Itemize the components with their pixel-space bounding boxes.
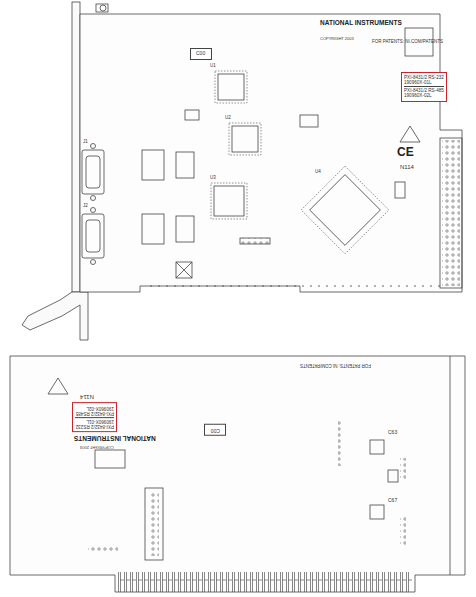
board-label: U2 [225,116,231,121]
board-label: J1 [83,140,88,145]
board-text: C00 [196,51,206,57]
board-label: U1 [210,64,216,69]
board-label: N114 [400,164,414,170]
board-label: COPYRIGHT 2003 [320,37,354,41]
board-text: C00 [210,427,220,433]
board-label: C63 [388,430,397,435]
board-text: 190960X-02L [75,406,114,411]
label-box: PXI-8432/2 RS232190960X-01L PXI-8432/2 RS… [72,402,117,432]
part-box: C00 [204,424,226,436]
part-box: C00 [190,48,212,60]
board-text: PXI-8432/2 RS485 [75,411,114,416]
board-label: CE [397,146,414,158]
board-text: 190960X-02L [404,93,444,98]
board-text: PXI-8431/2 RS-485 [404,88,444,93]
board-label: N114 [80,394,94,400]
board-label: COPYRIGHT 2003 [80,445,114,449]
label-box: PXI-8431/2 RS-232190960X-01LPXI-8431/2 R… [401,72,447,102]
board-label: FOR PATENTS: NI.COM/PATENTS [300,362,371,367]
board-label: U4 [315,170,321,175]
board-label: U3 [210,176,216,181]
board-label: FOR PATENTS: NI.COM/PATENTS [372,40,443,45]
board-label: NATIONAL INSTRUMENTS [74,434,156,441]
board-text: 190960X-01L [75,418,114,424]
board-label: NATIONAL INSTRUMENTS [320,20,402,27]
board-text: PXI-8432/2 RS232 [75,424,114,429]
board-label: J2 [83,204,88,209]
board-text: 190960X-01L [404,80,444,86]
board-label: C67 [388,498,397,503]
